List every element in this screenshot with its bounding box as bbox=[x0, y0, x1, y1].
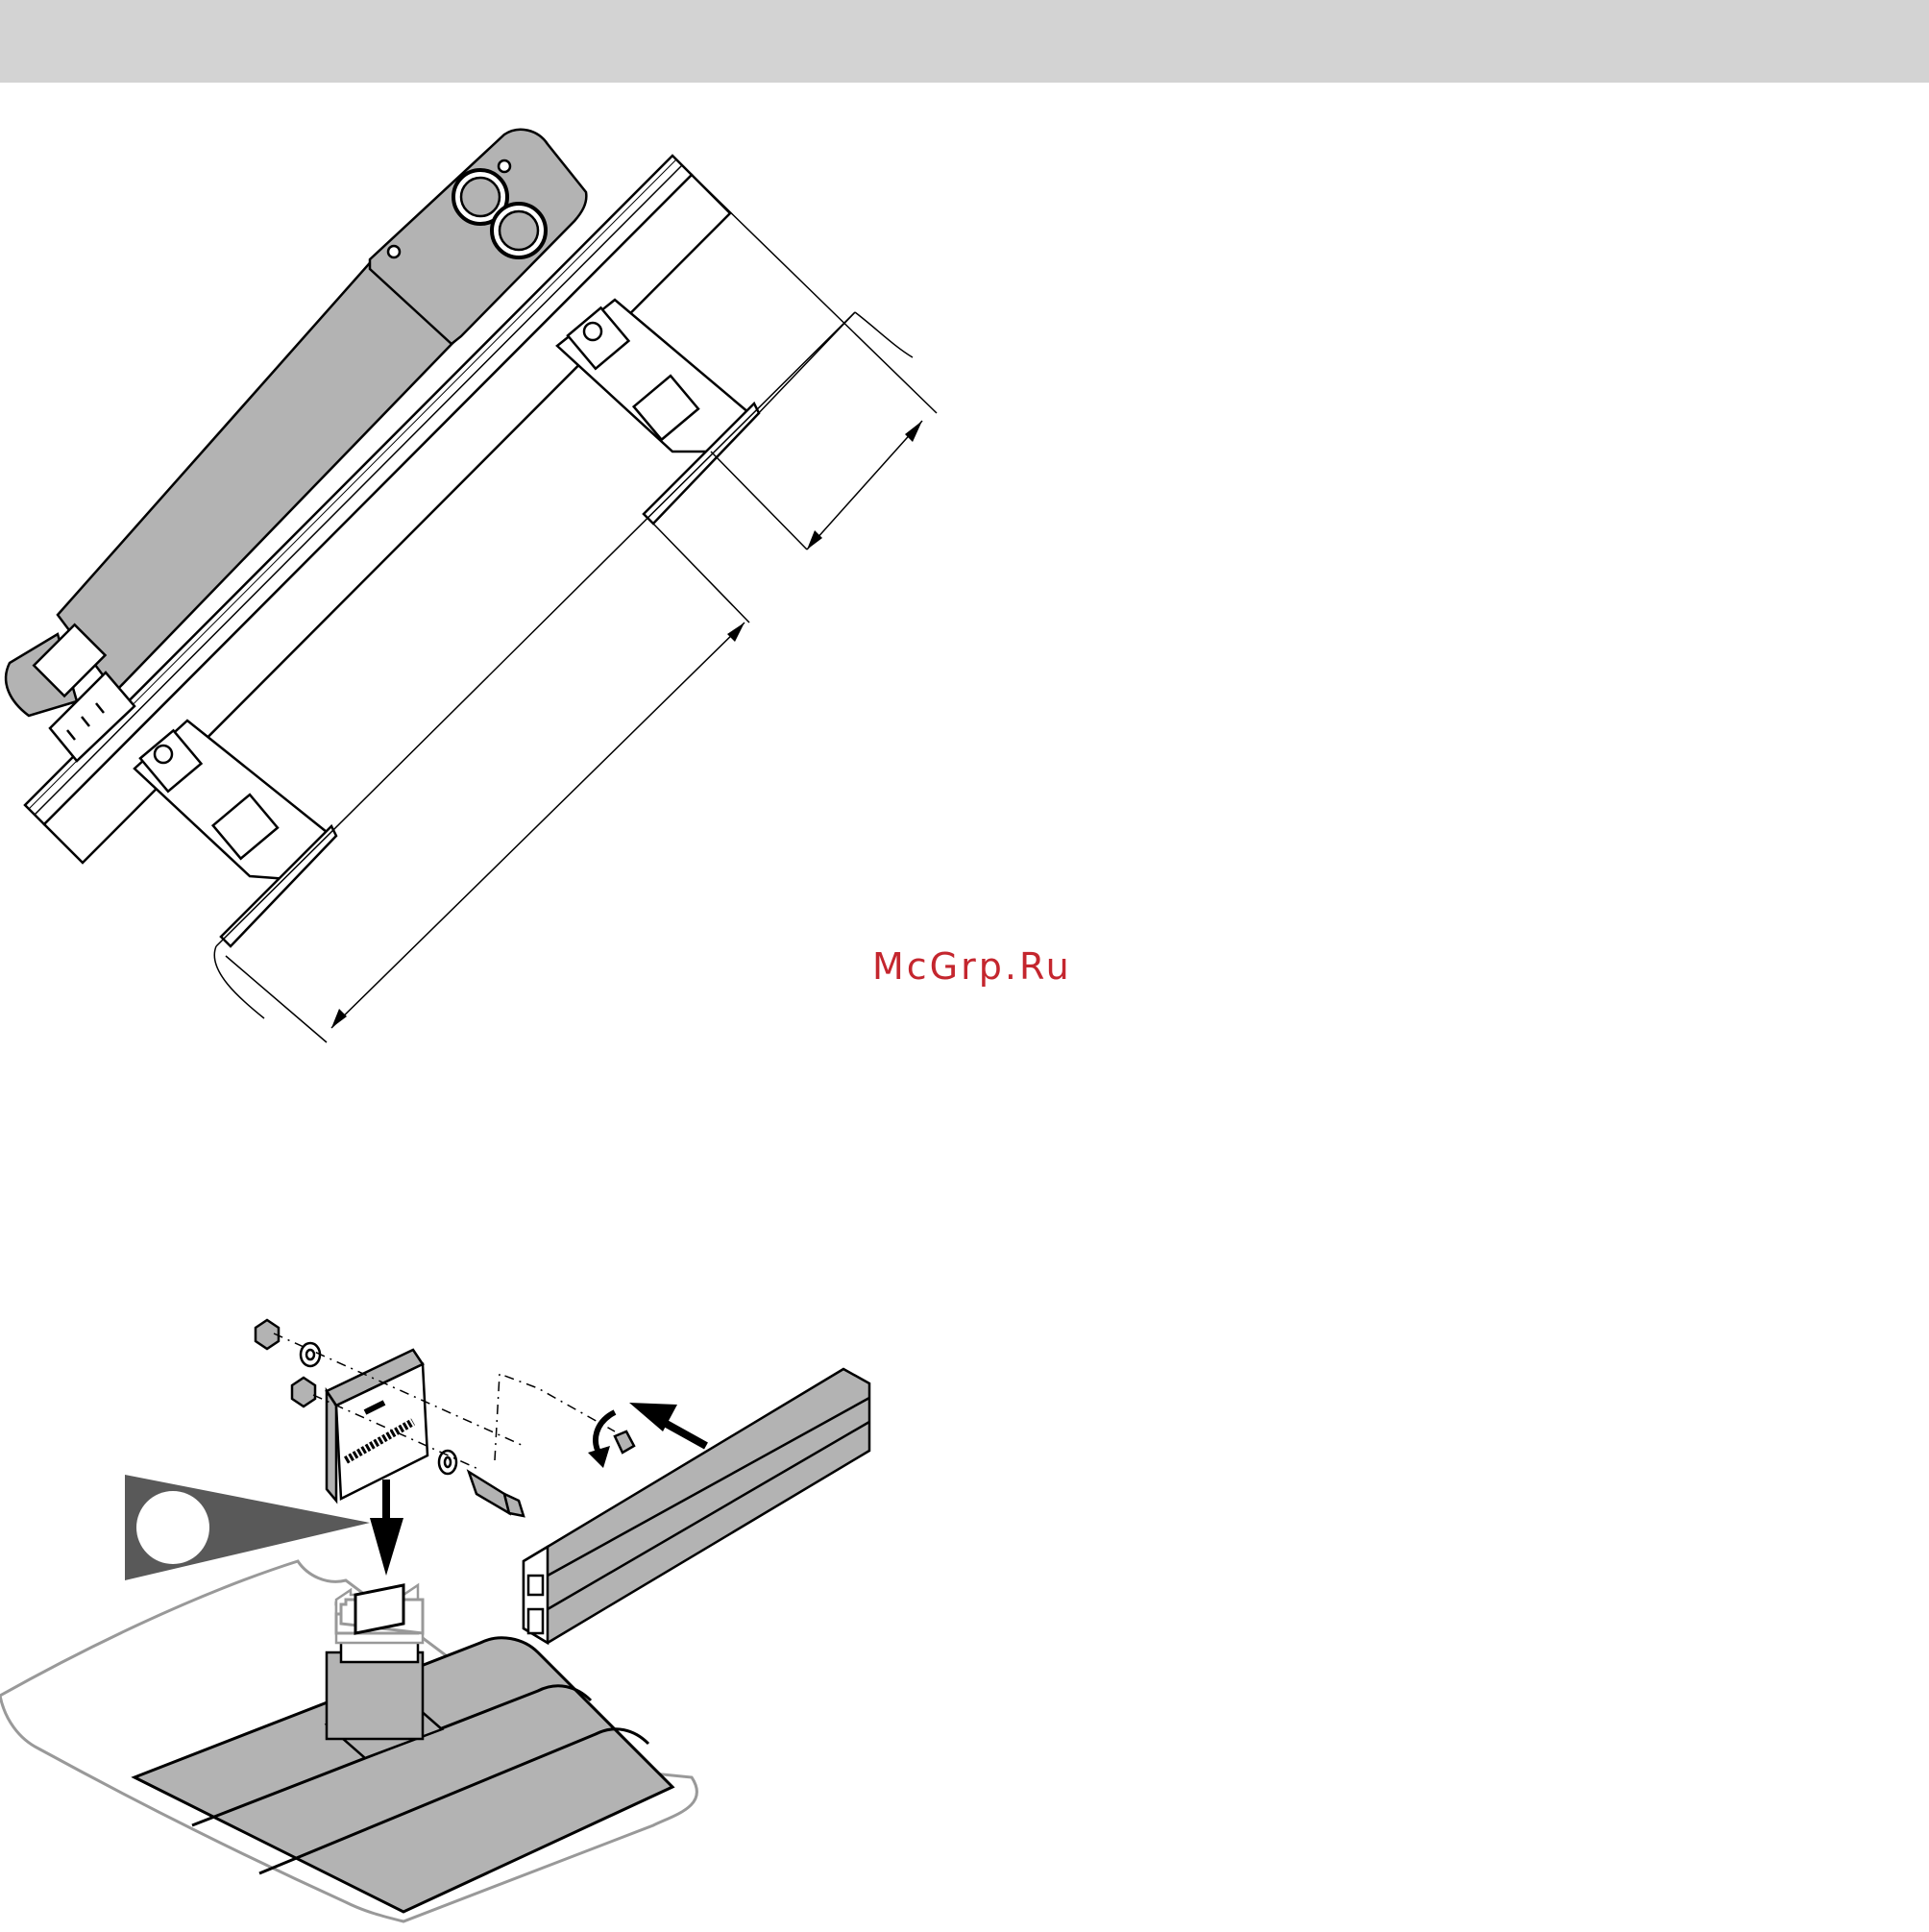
bolt-icon bbox=[469, 1431, 634, 1516]
rail-profile-icon bbox=[524, 1369, 869, 1643]
rotate-arrow-icon bbox=[588, 1412, 615, 1468]
bracket-plate-icon bbox=[327, 1350, 427, 1501]
assembly-axis-lines bbox=[274, 1333, 615, 1470]
